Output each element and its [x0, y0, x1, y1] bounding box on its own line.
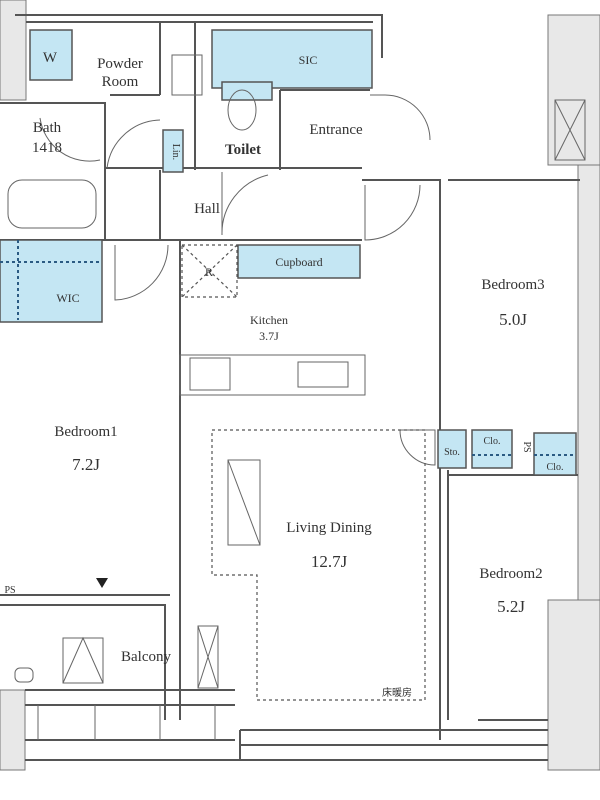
column-right — [577, 164, 600, 606]
label-storage: Sto. — [444, 447, 460, 458]
cupboard — [237, 244, 361, 279]
label-cupboard: Cupboard — [275, 255, 322, 269]
door-bath — [39, 117, 101, 162]
balcony-vent — [197, 625, 219, 689]
column-bottom-right — [547, 599, 600, 771]
label-living-size: 12.7J — [311, 552, 348, 571]
label-balcony: Balcony — [121, 649, 171, 665]
water-heater-icon — [14, 667, 34, 683]
column-top-left — [0, 0, 27, 101]
kitchen-counter — [179, 354, 366, 396]
toilet-bowl — [227, 89, 257, 131]
kitchen-sink — [297, 361, 349, 388]
stove — [189, 357, 231, 391]
door-powder — [106, 119, 161, 169]
label-toilet: Toilet — [225, 142, 261, 158]
label-closet-b: Clo. — [547, 462, 564, 473]
wall-bedroom1 — [0, 594, 170, 720]
linen-closet — [162, 129, 184, 173]
wall-toilet — [110, 22, 370, 170]
wall-hall — [105, 167, 362, 720]
label-ps-left: PS — [4, 585, 15, 596]
label-wic: WIC — [56, 291, 79, 305]
shaft-cross — [554, 99, 586, 161]
label-ps-right: PS — [521, 441, 532, 452]
outdoor-unit — [62, 637, 104, 684]
walk-in-closet — [0, 239, 103, 323]
label-bedroom2: Bedroom2 — [479, 566, 542, 582]
label-fridge: R — [205, 265, 213, 279]
bathtub — [7, 179, 97, 229]
label-bedroom3: Bedroom3 — [481, 277, 544, 293]
fridge-space — [181, 244, 238, 298]
tv-board — [227, 459, 261, 546]
label-powder-room: Room — [102, 74, 139, 90]
door-entrance — [370, 94, 431, 141]
storage — [437, 429, 467, 469]
wall-top — [15, 14, 383, 58]
label-bedroom1-size: 7.2J — [72, 455, 100, 474]
label-closet-a: Clo. — [484, 436, 501, 447]
floor-heating-area — [211, 429, 426, 701]
label-w: W — [43, 50, 58, 66]
label-powder: Powder — [97, 56, 143, 72]
label-bedroom2-size: 5.2J — [497, 597, 525, 616]
label-hall: Hall — [194, 201, 220, 217]
label-entrance: Entrance — [309, 122, 363, 138]
label-linen: Lin. — [170, 144, 181, 160]
door-bedroom1 — [114, 244, 169, 301]
washer-space — [29, 29, 73, 81]
sink — [171, 54, 203, 96]
label-bath: Bath — [33, 120, 62, 136]
column-top-right — [547, 14, 600, 166]
wall-bedroom3 — [362, 179, 580, 420]
wall-bottom — [25, 729, 548, 761]
shoe-closet — [211, 29, 373, 89]
balcony-rail — [25, 689, 235, 741]
label-bedroom3-size: 5.0J — [499, 310, 527, 329]
door-bedroom3 — [364, 184, 421, 241]
label-bath-size: 1418 — [32, 140, 62, 156]
label-bedroom1: Bedroom1 — [54, 424, 117, 440]
door-toilet — [221, 172, 269, 236]
entry-marker-icon — [96, 578, 108, 588]
label-living: Living Dining — [286, 520, 372, 536]
door-storage — [399, 429, 436, 466]
label-sic: SIC — [299, 53, 318, 67]
closet-a — [471, 429, 513, 469]
label-floor-heating: 床暖房 — [382, 686, 412, 699]
column-bottom-left — [0, 689, 26, 771]
label-kitchen-size: 3.7J — [259, 329, 279, 343]
label-kitchen: Kitchen — [250, 313, 288, 327]
wall-bedroom2 — [439, 420, 578, 740]
